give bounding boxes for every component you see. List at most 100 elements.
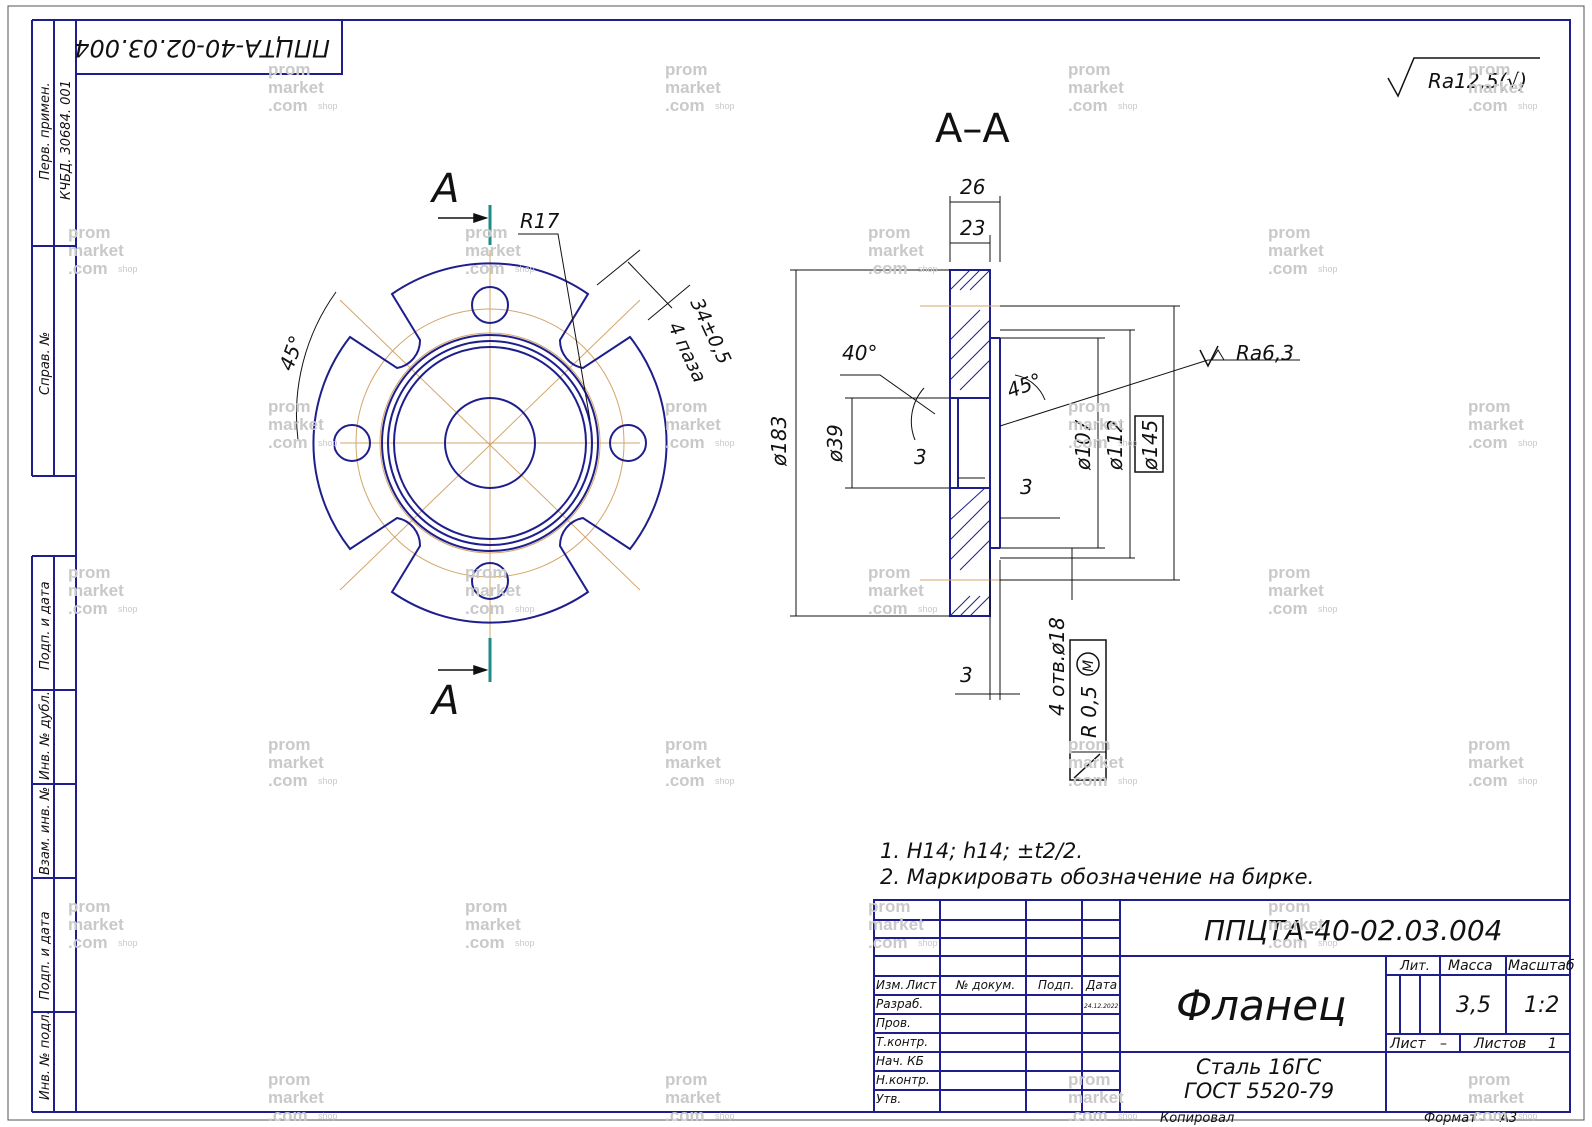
watermark-text: .com <box>68 599 108 618</box>
m-mark: M <box>1081 660 1097 672</box>
dim-3-bottom: 3 <box>960 663 973 687</box>
watermark-suffix: shop <box>318 438 338 448</box>
front-view <box>295 205 691 682</box>
watermark-text: market <box>68 915 124 934</box>
watermark-text: market <box>268 415 324 434</box>
sheet-edge <box>7 5 1585 1121</box>
podp-data-label-1: Подп. и дата <box>38 581 53 670</box>
doc-no-label: № докум. <box>955 978 1015 992</box>
watermark-text: prom <box>268 735 311 754</box>
dim-d107: ø107 <box>1071 419 1095 471</box>
watermark-suffix: shop <box>1518 1111 1538 1121</box>
watermark-text: prom <box>1068 735 1111 754</box>
watermark-suffix: shop <box>1118 776 1138 786</box>
watermark-suffix: shop <box>715 1111 735 1121</box>
watermark-suffix: shop <box>1518 438 1538 448</box>
watermark-text: .com <box>665 1106 705 1125</box>
holes-note: 4 отв.ø18 <box>1045 617 1069 716</box>
watermark-text: .com <box>1468 771 1508 790</box>
list-label: Лист <box>905 978 937 992</box>
mass-label: Масса <box>1448 958 1493 974</box>
watermark-text: .com <box>268 433 308 452</box>
watermark-text: market <box>1468 1088 1524 1107</box>
watermark-text: .com <box>268 96 308 115</box>
watermark-suffix: shop <box>918 604 938 614</box>
watermark-text: prom <box>1468 735 1511 754</box>
watermark-text: .com <box>268 771 308 790</box>
watermark-suffix: shop <box>1318 938 1338 948</box>
watermark-text: market <box>1268 581 1324 600</box>
scale-value: 1:2 <box>1524 993 1559 1018</box>
watermark-text: market <box>665 1088 721 1107</box>
watermark-suffix: shop <box>1518 776 1538 786</box>
watermark-text: prom <box>1268 897 1311 916</box>
watermark-text: prom <box>1268 563 1311 582</box>
watermark-text: prom <box>465 563 508 582</box>
inv-podl-label: Инв. № подл. <box>38 1010 53 1100</box>
watermark-text: prom <box>1068 60 1111 79</box>
watermark-text: .com <box>1468 96 1508 115</box>
mass-value: 3,5 <box>1456 993 1491 1018</box>
left-stamp-column <box>31 19 76 1113</box>
watermark-text: .com <box>868 933 908 952</box>
watermark-text: market <box>868 915 924 934</box>
watermark-text: prom <box>465 223 508 242</box>
watermark-text: market <box>268 1088 324 1107</box>
watermark-text: prom <box>1268 223 1311 242</box>
data-label: Дата <box>1085 978 1117 992</box>
watermark-suffix: shop <box>918 938 938 948</box>
radius-note: R 0,5 <box>1077 686 1101 738</box>
section-title: А–А <box>935 106 1010 152</box>
razrab-label: Разраб. <box>876 997 923 1011</box>
watermark-text: .com <box>1068 96 1108 115</box>
scale-label: Масштаб <box>1508 958 1575 974</box>
watermark-text: .com <box>1068 1106 1108 1125</box>
watermark-suffix: shop <box>1118 438 1138 448</box>
sheet-label: Лист <box>1389 1036 1426 1052</box>
dim-26: 26 <box>960 175 985 199</box>
watermark-text: prom <box>1068 1070 1111 1089</box>
format-value: А3 <box>1499 1111 1517 1126</box>
prov-label: Пров. <box>876 1016 911 1030</box>
watermark-text: prom <box>1468 1070 1511 1089</box>
watermark-text: prom <box>68 563 111 582</box>
watermark-text: prom <box>665 60 708 79</box>
watermark-text: prom <box>868 897 911 916</box>
watermark-text: .com <box>68 933 108 952</box>
watermark-text: market <box>868 581 924 600</box>
angle-40: 40° <box>842 341 877 365</box>
watermark-text: prom <box>268 1070 311 1089</box>
watermark-suffix: shop <box>918 264 938 274</box>
watermark-suffix: shop <box>118 938 138 948</box>
section-view <box>790 196 1300 781</box>
date-value: 24.12.2022 <box>1084 1003 1119 1010</box>
watermark-suffix: shop <box>1118 101 1138 111</box>
section-mark-bottom: А <box>429 678 459 724</box>
watermark-text: market <box>1068 753 1124 772</box>
roughness-general: Ra12,5(√) <box>1428 69 1527 93</box>
sprav-no-label: Справ. № <box>38 332 53 395</box>
drawing-frame <box>75 19 1571 1113</box>
watermark-suffix: shop <box>1318 604 1338 614</box>
watermark-text: .com <box>465 599 505 618</box>
watermark-text: market <box>68 581 124 600</box>
watermark-text: prom <box>665 397 708 416</box>
watermark-suffix: shop <box>715 776 735 786</box>
podp-label: Подп. <box>1038 978 1074 992</box>
watermark-text: market <box>1268 241 1324 260</box>
